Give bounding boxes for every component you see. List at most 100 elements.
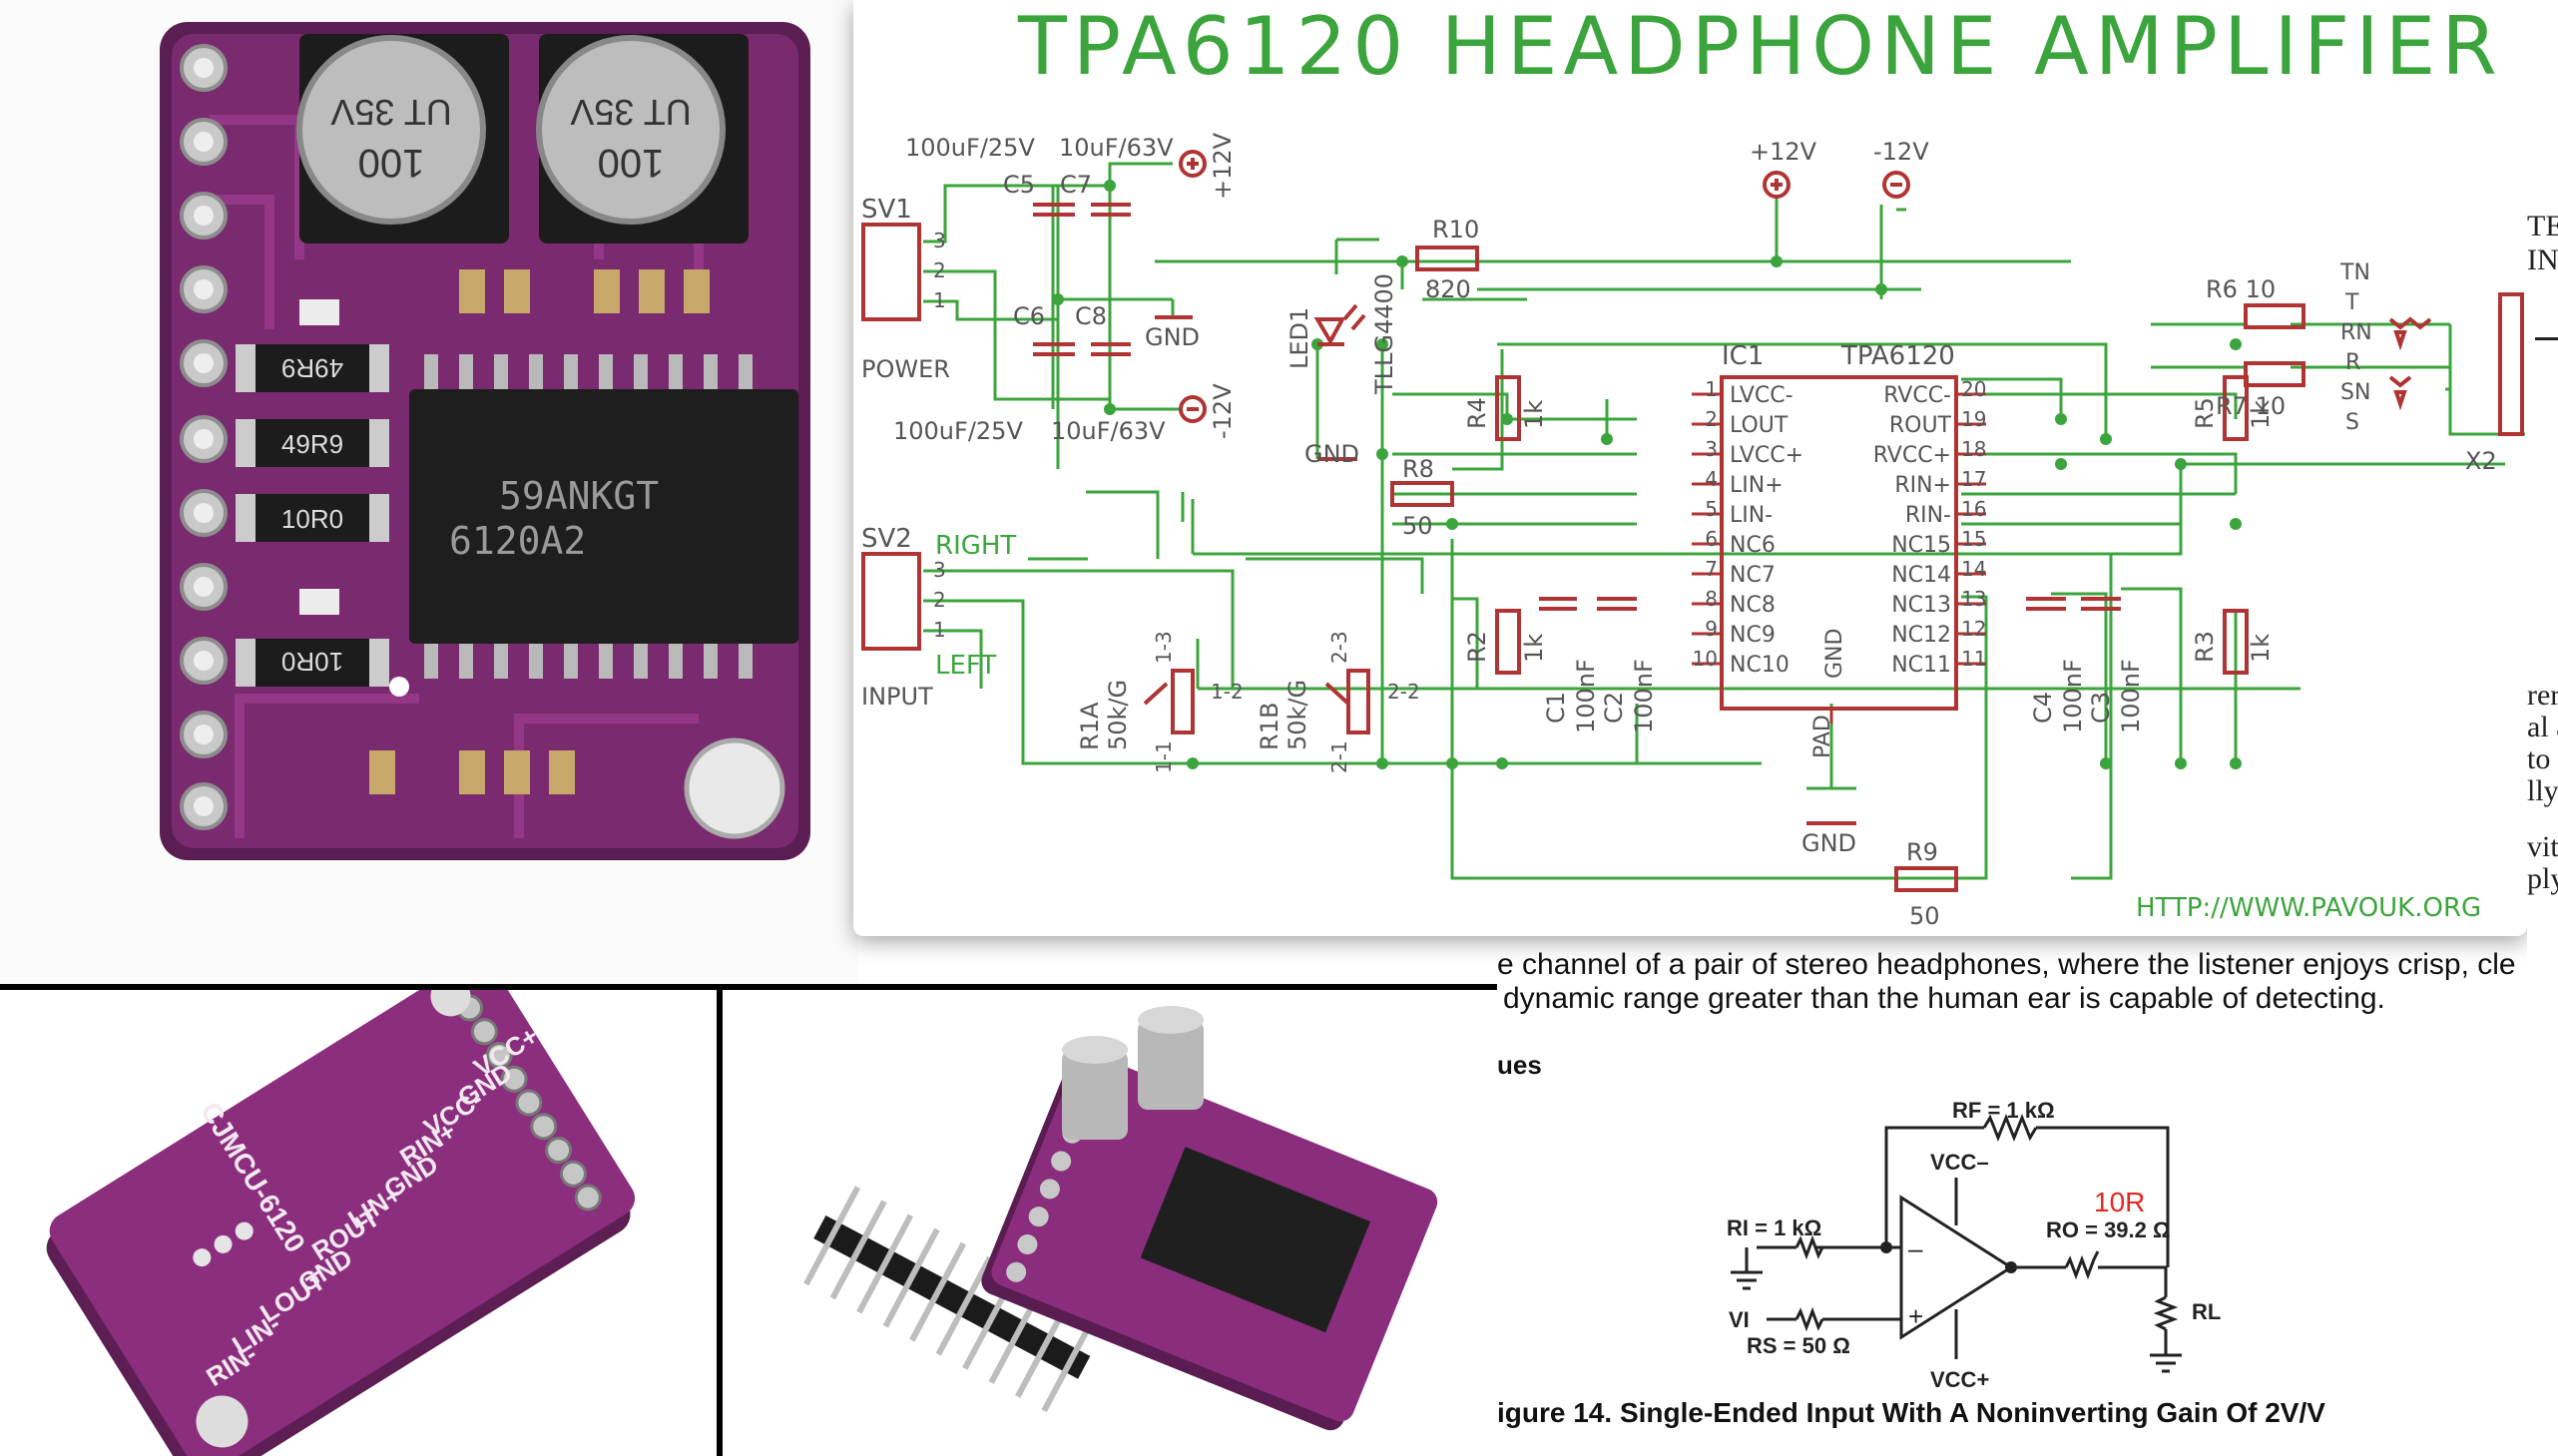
ic-pin-number-7: 7 <box>1705 557 1718 581</box>
vi-label: VI <box>1729 1307 1750 1332</box>
background-document-edge: TEX INS rer al a to lly vith ply <box>2527 0 2558 1456</box>
sv2-label: INPUT <box>861 683 933 711</box>
photo-board-with-header <box>723 990 1497 1456</box>
ic-pin-name-8: NC8 <box>1730 593 1776 618</box>
sv2-left: LEFT <box>935 651 996 681</box>
ic-pin-name-19: ROUT <box>1889 413 1952 438</box>
jack-pin-sn: SN <box>2340 380 2370 405</box>
ic-pin-number-1: 1 <box>1705 377 1718 401</box>
sv1-pin-2: 2 <box>933 258 946 282</box>
cap2-text-top: UT 35V <box>570 92 691 133</box>
photo-divider-horizontal <box>0 984 1497 990</box>
ic-pin-number-14: 14 <box>1961 557 1986 581</box>
wires <box>923 162 2525 880</box>
ic-pin-number-6: 6 <box>1705 527 1718 551</box>
sv2-pin-3: 3 <box>933 558 946 582</box>
schematic-url: HTTP://WWW.PAVOUK.ORG <box>2136 893 2481 923</box>
ic-pin-number-15: 15 <box>1961 527 1986 551</box>
chip-pins-top <box>424 354 753 679</box>
amplifier-chip <box>409 389 798 644</box>
pot-pin-2-3: 2-3 <box>1327 631 1351 664</box>
c7-value: 10uF/63V <box>1059 134 1174 162</box>
pot-pin-1-3: 1-3 <box>1152 631 1176 664</box>
noninverting-amp-figure: – + RF = 1 kΩ RI = 1 kΩ RS = 50 Ω RO = 3… <box>1727 1098 2221 1392</box>
supply-neg-label: -12V <box>1209 383 1237 439</box>
chip-marking-line2: 6120A2 <box>449 519 586 563</box>
ic-pin-name-13: NC13 <box>1891 593 1951 618</box>
pot-pin-1-2: 1-2 <box>1211 680 1244 704</box>
pot-pin-2-2: 2-2 <box>1387 680 1420 704</box>
r4-value: 1k <box>1520 400 1548 429</box>
pot-pin-2-1: 2-1 <box>1327 740 1351 773</box>
r5-value: 1k <box>2247 400 2275 429</box>
r1a-value: 50k/G <box>1104 680 1132 750</box>
resistor-code-1: 49R9 <box>281 353 343 383</box>
r6-ref: R6 10 <box>2206 275 2276 303</box>
ic-pin-name-3: LVCC+ <box>1730 443 1803 468</box>
jack-pin-tn: TN <box>2339 260 2370 285</box>
ic-pin-number-9: 9 <box>1705 617 1718 641</box>
c4-ref: C4 <box>2029 692 2057 724</box>
sv1-ref: SV1 <box>861 195 912 225</box>
c4-value: 100nF <box>2059 659 2087 733</box>
c5-value: 100uF/25V <box>905 134 1035 162</box>
sv2-ref: SV2 <box>861 524 912 554</box>
c6-value: 100uF/25V <box>893 417 1023 445</box>
mounting-hole <box>684 737 785 839</box>
rail-neg-label: -12V <box>1873 138 1929 166</box>
resistor-code-2: 49R9 <box>281 429 343 459</box>
r10-value: 820 <box>1425 275 1471 303</box>
edge-fragment-1: TEX <box>2527 210 2558 243</box>
ic-pin-name-6: NC6 <box>1730 533 1776 558</box>
ic-pin-number-16: 16 <box>1961 497 1986 521</box>
ic-pin-number-13: 13 <box>1961 587 1986 611</box>
supply-pos-label: +12V <box>1209 132 1237 200</box>
ic-pin-name-7: NC7 <box>1730 563 1776 588</box>
edge-rule <box>2535 337 2558 340</box>
ro-label: RO = 39.2 Ω <box>2046 1217 2171 1242</box>
ic-pin-number-19: 19 <box>1961 407 1986 431</box>
ic-pin-name-14: NC14 <box>1891 563 1951 588</box>
ic-pin-number-17: 17 <box>1961 467 1986 491</box>
ic-pin-name-5: LIN- <box>1730 503 1773 528</box>
led-gnd-label: GND <box>1304 440 1359 468</box>
sv1-label: POWER <box>861 355 950 383</box>
ic-pin-number-10: 10 <box>1693 647 1718 671</box>
jack-pin-r: R <box>2345 350 2360 375</box>
schematic-title: TPA6120 HEADPHONE AMPLIFIER <box>1017 0 2503 93</box>
c1-value: 100nF <box>1572 659 1600 733</box>
r3-ref: R3 <box>2191 631 2219 663</box>
svg-text:–: – <box>1908 1233 1923 1263</box>
resistor-code-4: 10R0 <box>281 647 343 677</box>
datasheet-text-line-2: dynamic range greater than the human ear… <box>1503 982 2385 1015</box>
ic-pin-name-11: NC11 <box>1891 653 1951 678</box>
ro-annotation: 10R <box>2094 1187 2145 1217</box>
c3-value: 100nF <box>2117 659 2145 733</box>
c2-ref: C2 <box>1600 692 1628 724</box>
vcc-minus-label: VCC– <box>1930 1150 1989 1175</box>
jack-pin-rn: RN <box>2340 320 2372 345</box>
r4-ref: R4 <box>1463 397 1491 429</box>
c1-ref: C1 <box>1542 692 1570 724</box>
chip-marking-line1: 59ANKGT <box>499 474 659 518</box>
sv2-right: RIGHT <box>935 531 1016 561</box>
c7-ref: C7 <box>1060 171 1092 199</box>
vcc-plus-label: VCC+ <box>1930 1367 1989 1392</box>
r7-ref: R7 10 <box>2216 392 2286 420</box>
cap1-text-top: UT 35V <box>330 92 451 133</box>
rail-pos-label: +12V <box>1750 138 1817 166</box>
supply-gnd-label: GND <box>1145 323 1200 351</box>
junctions <box>1052 180 2242 769</box>
ic-pin-name-20: RVCC- <box>1883 383 1951 408</box>
sv2-pin-2: 2 <box>933 588 946 612</box>
r1b-value: 50k/G <box>1283 680 1311 750</box>
photo-board-top-view: UT 35V 100 UT 35V 100 59ANKGT 6120A2 49R… <box>0 0 858 988</box>
led-part: TLLG4400 <box>1370 273 1398 395</box>
ri-label: RI = 1 kΩ <box>1727 1215 1821 1240</box>
svg-text:+: + <box>1908 1301 1923 1331</box>
datasheet-page: e channel of a pair of stereo headphones… <box>1497 928 2558 1456</box>
photo-divider-vertical <box>717 984 723 1456</box>
ic-pin-name-4: LIN+ <box>1730 473 1784 498</box>
r5-ref: R5 <box>2191 397 2219 429</box>
